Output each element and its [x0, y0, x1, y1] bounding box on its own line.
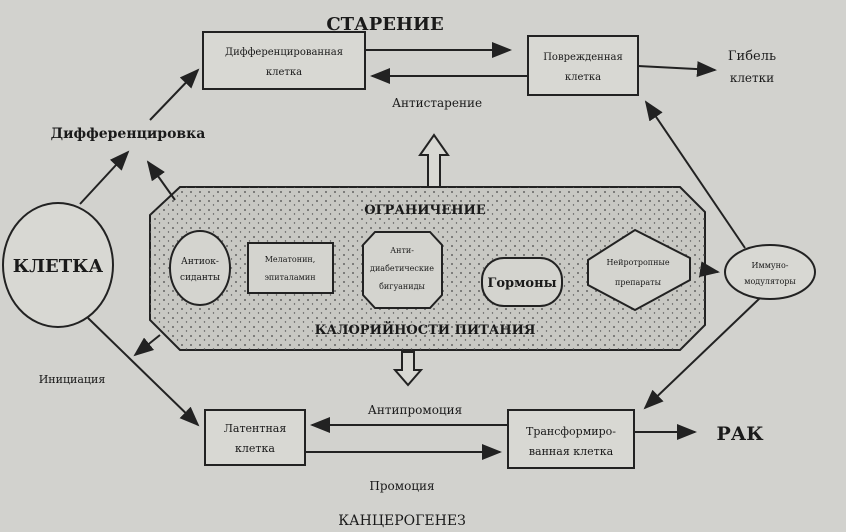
damaged-cell-line2: клетка	[565, 72, 601, 83]
title-bottom: КАНЦЕРОГЕНЕЗ	[338, 513, 466, 529]
restriction-top: ОГРАНИЧЕНИЕ	[364, 203, 486, 218]
neurotropic-l1: Нейротропные	[606, 258, 669, 267]
neurotropic-l2: препараты	[615, 278, 662, 287]
diff-cell-box	[202, 31, 366, 90]
title-top: СТАРЕНИЕ	[326, 14, 443, 35]
cell-circle	[2, 202, 114, 328]
death-line1: Гибель	[728, 49, 776, 64]
melatonin-l1: Мелатонин,	[265, 255, 316, 264]
biguanides-l3: бигуаниды	[379, 282, 425, 291]
immuno-l1: Иммуно-	[752, 261, 789, 270]
initiation-label: Инициация	[39, 373, 106, 386]
antipromotion-label: Антипромоция	[368, 403, 462, 417]
biguanides-l2: диабетические	[370, 264, 434, 273]
cancer-label: РАК	[716, 423, 764, 445]
antioxidants-l1: Антиок-	[181, 257, 219, 267]
down-hollow-arrow	[392, 351, 424, 387]
latent-cell-box	[204, 409, 306, 466]
damaged-cell-box	[527, 35, 639, 96]
cell-label: КЛЕТКА	[13, 256, 104, 277]
transformed-l1: Трансформиро-	[526, 425, 616, 438]
damaged-cell-line1: Поврежденная	[543, 52, 623, 63]
up-hollow-arrow	[418, 133, 450, 188]
antiaging-label: Антистарение	[392, 96, 482, 110]
restriction-bottom: КАЛОРИЙНОСТИ ПИТАНИЯ	[315, 321, 536, 338]
hormones-label: Гормоны	[487, 276, 556, 291]
biguanides-l1: Анти-	[390, 246, 414, 255]
death-line2: клетки	[730, 71, 774, 85]
transformed-l2: ванная клетка	[529, 445, 614, 458]
latent-l1: Латентная	[224, 422, 287, 435]
melatonin-l2: эпиталамин	[264, 273, 315, 282]
diff-cell-line2: клетка	[266, 67, 302, 78]
latent-l2: клетка	[235, 442, 275, 455]
diff-cell-line1: Дифференцированная	[225, 47, 343, 58]
immuno-ellipse	[724, 244, 816, 300]
transformed-cell-box	[507, 409, 635, 469]
differentiation-label: Дифференцировка	[51, 126, 206, 142]
promotion-label: Промоция	[369, 479, 434, 493]
immuno-l2: модуляторы	[744, 277, 796, 286]
antioxidants-l2: сиданты	[180, 273, 220, 283]
